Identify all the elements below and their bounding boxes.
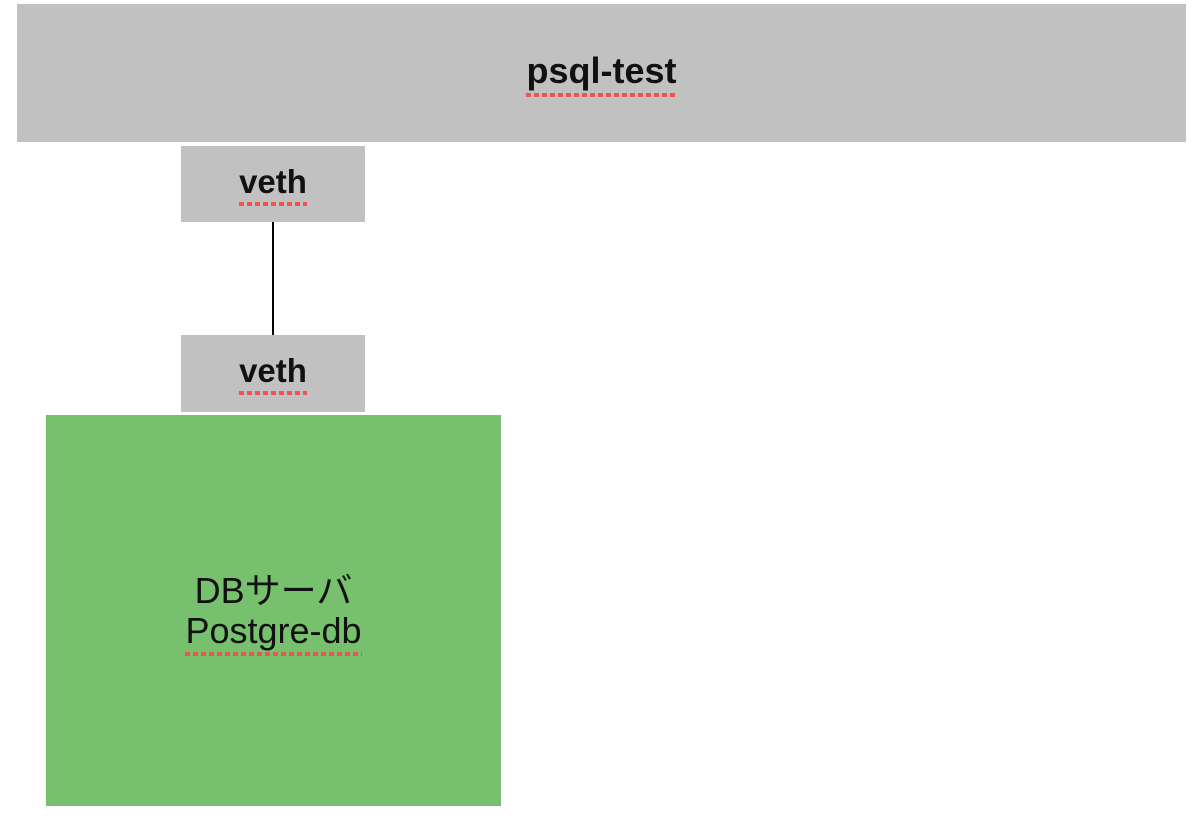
host-label: psql-test <box>526 49 677 97</box>
veth-node-bottom: veth <box>181 335 365 412</box>
db-server-name-label: Postgre-db <box>185 609 362 656</box>
veth-node-top: veth <box>181 146 365 222</box>
veth-link-line <box>272 222 274 335</box>
veth-top-label: veth <box>239 162 307 206</box>
db-server-node: DBサーバ Postgre-db <box>46 415 501 806</box>
veth-bottom-label: veth <box>239 352 307 395</box>
host-node: psql-test <box>17 4 1186 142</box>
db-server-role-label: DBサーバ <box>194 569 353 611</box>
